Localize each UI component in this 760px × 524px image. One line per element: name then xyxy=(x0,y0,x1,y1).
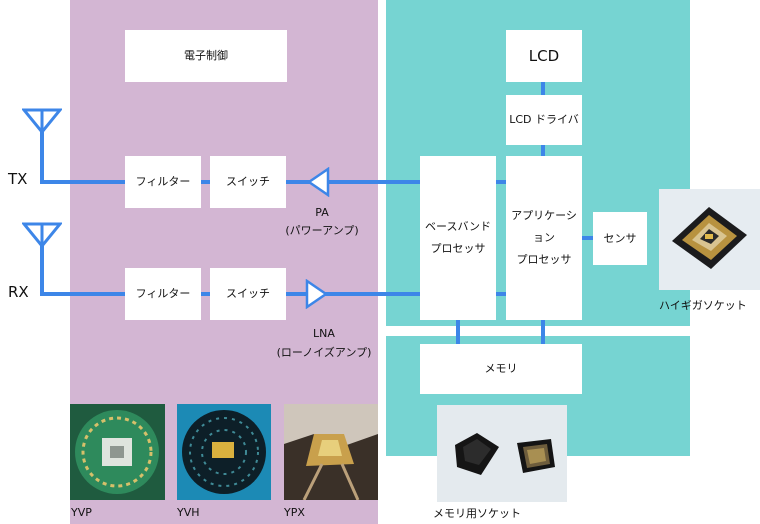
memory-socket-photo xyxy=(437,405,567,502)
lna-caption: LNA (ローノイズアンプ) xyxy=(274,324,374,362)
rx-line-switch-lna xyxy=(286,292,308,296)
ypx-photo xyxy=(284,404,378,500)
pa-amplifier-icon xyxy=(306,167,330,197)
app-processor-label-line1: アプリケーション xyxy=(511,209,577,244)
lna-caption-line1: LNA xyxy=(313,327,335,340)
lna-amplifier-icon xyxy=(305,279,329,309)
memory-label: メモリ xyxy=(484,362,518,375)
yvh-caption: YVH xyxy=(177,506,200,519)
yvh-photo xyxy=(177,404,271,500)
tx-antenna-icon xyxy=(22,108,62,134)
application-processor-box: アプリケーション プロセッサ xyxy=(506,156,582,320)
lcd-driver-label: LCD ドライバ xyxy=(509,113,579,126)
tx-line-antenna-filter xyxy=(40,180,125,184)
rx-label: RX xyxy=(8,283,29,301)
tx-antenna-feed-line xyxy=(40,130,44,183)
rx-antenna-feed-line xyxy=(40,242,44,296)
lcd-box: LCD xyxy=(506,30,582,82)
ypx-caption: YPX xyxy=(284,506,305,519)
tx-switch-box: スイッチ xyxy=(210,156,286,208)
rx-line-filter-switch xyxy=(201,292,210,296)
line-app-memory xyxy=(541,320,545,344)
line-baseband-app-bottom xyxy=(496,292,507,296)
tx-filter-label: フィルター xyxy=(135,175,191,188)
tx-filter-box: フィルター xyxy=(125,156,201,208)
tx-switch-label: スイッチ xyxy=(226,175,270,188)
tx-line-pa-baseband xyxy=(327,180,420,184)
tx-line-filter-switch xyxy=(201,180,210,184)
highgig-socket-caption: ハイギガソケット xyxy=(659,299,747,312)
rx-line-antenna-filter xyxy=(40,292,125,296)
yvp-photo xyxy=(70,404,165,500)
lna-caption-line2: (ローノイズアンプ) xyxy=(276,346,372,359)
rx-switch-label: スイッチ xyxy=(226,287,270,300)
rx-line-lna-baseband xyxy=(324,292,420,296)
rx-filter-label: フィルター xyxy=(135,287,191,300)
pa-caption-line1: PA xyxy=(315,206,329,219)
line-app-sensor xyxy=(581,236,593,240)
line-driver-app xyxy=(541,144,545,157)
lcd-label: LCD xyxy=(528,47,560,65)
tx-line-switch-pa xyxy=(286,180,310,184)
baseband-label-line1: ベースバンド xyxy=(425,220,491,233)
line-baseband-app-top xyxy=(496,180,507,184)
app-processor-label-line2: プロセッサ xyxy=(516,253,572,266)
rx-switch-box: スイッチ xyxy=(210,268,286,320)
pa-caption: PA (パワーアンプ) xyxy=(284,204,360,240)
rx-filter-box: フィルター xyxy=(125,268,201,320)
baseband-processor-box: ベースバンド プロセッサ xyxy=(420,156,496,320)
baseband-label-line2: プロセッサ xyxy=(430,242,486,255)
line-baseband-memory xyxy=(456,320,460,344)
electronic-control-label: 電子制御 xyxy=(184,49,228,62)
memory-socket-caption: メモリ用ソケット xyxy=(433,507,521,520)
memory-box: メモリ xyxy=(420,344,582,394)
line-lcd-driver xyxy=(541,81,545,95)
rx-antenna-icon xyxy=(22,222,62,248)
electronic-control-box: 電子制御 xyxy=(125,30,287,82)
yvp-caption: YVP xyxy=(71,506,92,519)
sensor-box: センサ xyxy=(593,212,647,265)
sensor-label: センサ xyxy=(603,231,637,245)
pa-caption-line2: (パワーアンプ) xyxy=(285,224,359,237)
highgig-socket-photo xyxy=(659,189,760,290)
tx-label: TX xyxy=(8,170,28,188)
lcd-driver-box: LCD ドライバ xyxy=(506,95,582,145)
